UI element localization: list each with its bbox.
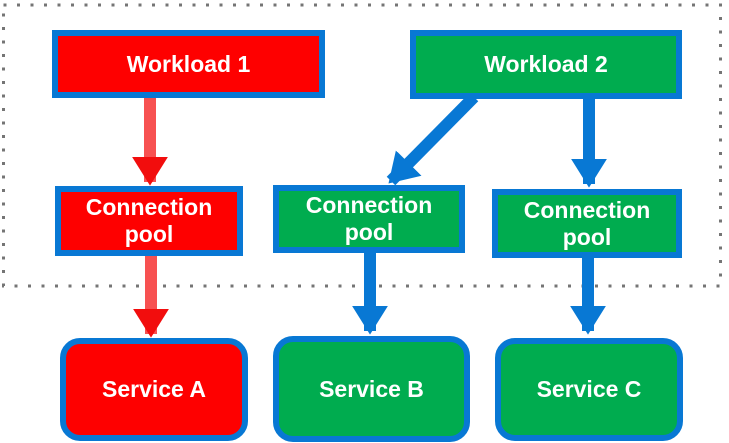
node-connection-pool-1: Connection pool <box>55 186 243 256</box>
node-service-c: Service C <box>495 338 683 441</box>
node-connection-pool-2-label: Connection pool <box>305 192 433 245</box>
node-service-b: Service B <box>273 336 470 442</box>
node-service-a-label: Service A <box>102 376 206 402</box>
node-workload-1: Workload 1 <box>52 30 325 98</box>
node-workload-2-label: Workload 2 <box>484 51 608 77</box>
edge-workload2-to-pool2 <box>386 92 479 186</box>
node-connection-pool-3-label: Connection pool <box>523 196 651 250</box>
node-connection-pool-1-label: Connection pool <box>85 194 213 247</box>
node-workload-1-label: Workload 1 <box>126 50 251 77</box>
node-workload-2: Workload 2 <box>410 30 682 99</box>
node-service-c-label: Service C <box>536 376 642 402</box>
node-connection-pool-3: Connection pool <box>492 189 682 258</box>
node-service-b-label: Service B <box>319 375 424 402</box>
node-service-a: Service A <box>60 338 248 441</box>
node-connection-pool-2: Connection pool <box>273 185 465 253</box>
